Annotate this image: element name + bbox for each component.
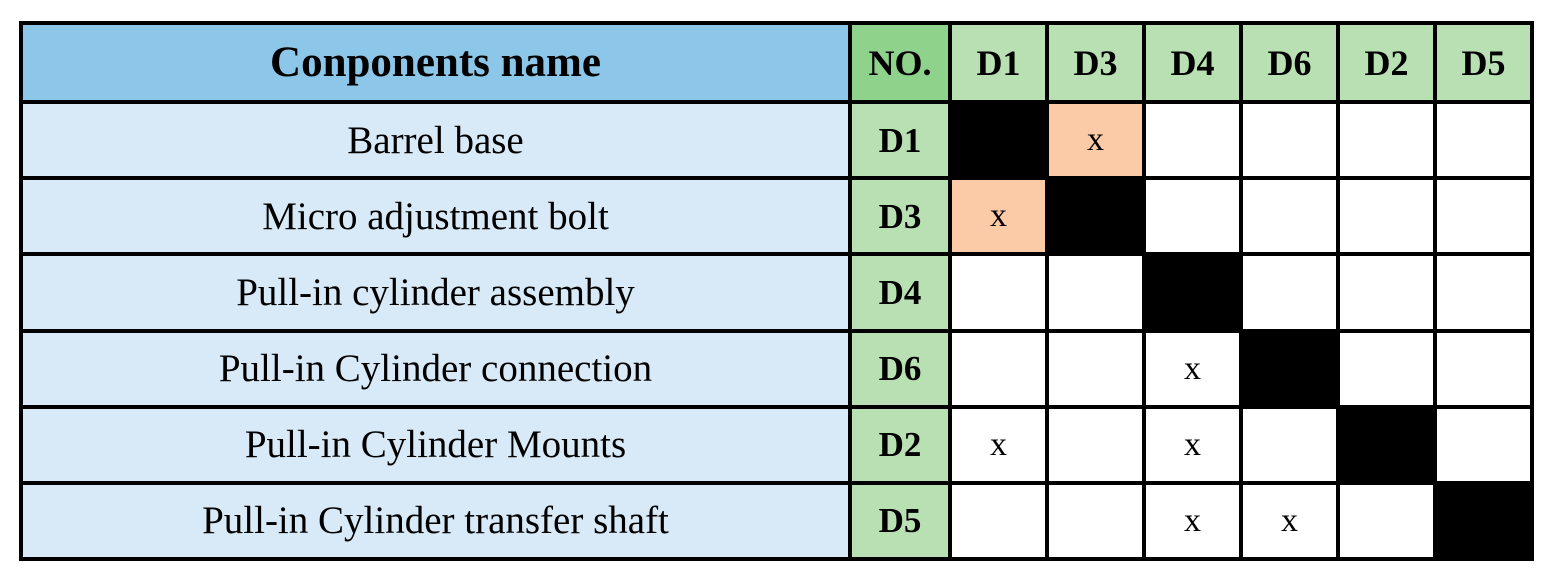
column-header-d3: D3	[1045, 20, 1146, 105]
matrix-cell-d6-d1[interactable]	[948, 328, 1049, 409]
row-code-d3: D3	[848, 176, 952, 257]
matrix-cell-d2-d3[interactable]	[1045, 404, 1146, 485]
matrix-cell-d4-d6[interactable]	[1239, 252, 1340, 333]
matrix-cell-d1-d3[interactable]: x	[1045, 100, 1146, 181]
matrix-cell-d2-d1[interactable]: x	[948, 404, 1049, 485]
matrix-cell-d6-d4[interactable]: x	[1142, 328, 1243, 409]
matrix-cell-d3-d6[interactable]	[1239, 176, 1340, 257]
row-code-d5: D5	[848, 480, 952, 562]
row-code-d6: D6	[848, 328, 952, 409]
matrix-cell-d6-d2[interactable]	[1336, 328, 1437, 409]
matrix-cell-d4-d4[interactable]	[1142, 252, 1243, 333]
matrix-cell-d3-d5[interactable]	[1433, 176, 1534, 257]
matrix-cell-d4-d3[interactable]	[1045, 252, 1146, 333]
column-header-d2: D2	[1336, 20, 1437, 105]
components-name-header: Conponents name	[19, 20, 852, 105]
matrix-cell-d1-d4[interactable]	[1142, 100, 1243, 181]
row-code-d4: D4	[848, 252, 952, 333]
matrix-cell-d4-d2[interactable]	[1336, 252, 1437, 333]
matrix-cell-d3-d3[interactable]	[1045, 176, 1146, 257]
component-name-d3: Micro adjustment bolt	[19, 176, 852, 257]
component-name-d5: Pull-in Cylinder transfer shaft	[19, 480, 852, 562]
matrix-cell-d1-d1[interactable]	[948, 100, 1049, 181]
matrix-cell-d2-d2[interactable]	[1336, 404, 1437, 485]
component-name-d2: Pull-in Cylinder Mounts	[19, 404, 852, 485]
matrix-cell-d5-d3[interactable]	[1045, 480, 1146, 562]
matrix-cell-d2-d6[interactable]	[1239, 404, 1340, 485]
matrix-cell-d3-d4[interactable]	[1142, 176, 1243, 257]
matrix-cell-d2-d4[interactable]: x	[1142, 404, 1243, 485]
matrix-cell-d4-d5[interactable]	[1433, 252, 1534, 333]
column-header-d6: D6	[1239, 20, 1340, 105]
column-header-d4: D4	[1142, 20, 1243, 105]
component-name-d4: Pull-in cylinder assembly	[19, 252, 852, 333]
matrix-cell-d4-d1[interactable]	[948, 252, 1049, 333]
matrix-cell-d1-d2[interactable]	[1336, 100, 1437, 181]
matrix-cell-d3-d2[interactable]	[1336, 176, 1437, 257]
matrix-cell-d1-d6[interactable]	[1239, 100, 1340, 181]
matrix-cell-d6-d5[interactable]	[1433, 328, 1534, 409]
matrix-cell-d3-d1[interactable]: x	[948, 176, 1049, 257]
row-code-d2: D2	[848, 404, 952, 485]
matrix-cell-d1-d5[interactable]	[1433, 100, 1534, 181]
matrix-cell-d5-d5[interactable]	[1433, 480, 1534, 562]
component-name-d1: Barrel base	[19, 100, 852, 181]
component-name-d6: Pull-in Cylinder connection	[19, 328, 852, 409]
matrix-cell-d2-d5[interactable]	[1433, 404, 1534, 485]
matrix-cell-d5-d6[interactable]: x	[1239, 480, 1340, 562]
matrix-cell-d5-d4[interactable]: x	[1142, 480, 1243, 562]
matrix-cell-d6-d3[interactable]	[1045, 328, 1146, 409]
matrix-cell-d5-d1[interactable]	[948, 480, 1049, 562]
matrix-cell-d6-d6[interactable]	[1239, 328, 1340, 409]
no-column-header: NO.	[848, 20, 952, 105]
matrix-cell-d5-d2[interactable]	[1336, 480, 1437, 562]
column-header-d5: D5	[1433, 20, 1534, 105]
column-header-d1: D1	[948, 20, 1049, 105]
row-code-d1: D1	[848, 100, 952, 181]
